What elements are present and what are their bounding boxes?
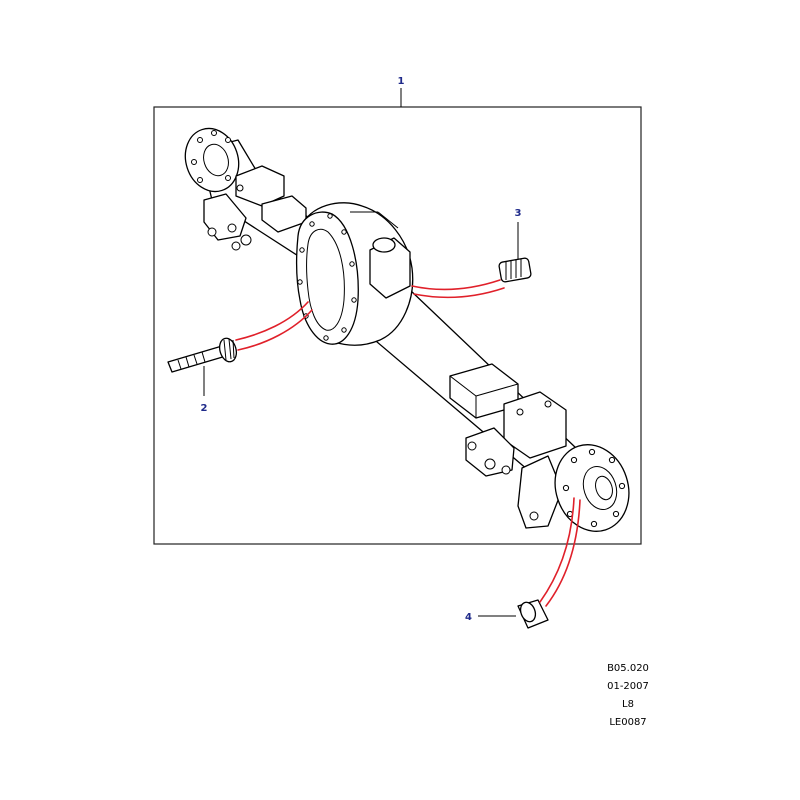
callout-4: 4 [465,612,472,623]
part-4-bush [478,599,549,629]
callout-3: 3 [515,208,522,219]
stud-knurl [218,337,238,363]
right-bracket-eye [501,465,511,475]
cover-bolt-hole [351,297,357,303]
right-seat-edge [475,383,519,397]
right-lower-bracket [465,427,515,477]
right-flange-bore-inner [595,475,613,501]
cover-bolt-hole [341,327,347,333]
cover-bolt-hole [309,221,315,227]
left-flange-hole [191,159,197,165]
stud-thread [201,351,206,363]
left-flange-hole [197,177,203,183]
left-bracket-eye [236,184,244,192]
right-flange-hole [608,456,616,464]
housing-edge [377,211,399,229]
breather-boss [372,237,396,253]
axle-housing [184,127,630,532]
ref-code: B05.020 [607,663,649,674]
ref-drawing: LE0087 [609,717,646,728]
left-bracket-eye [227,223,237,233]
right-flange-hole [588,448,596,456]
right-flange-hole [590,520,598,528]
right-rear-bracket [517,455,563,529]
right-bracket-eye [484,458,496,470]
stud-knurl-line [228,338,232,360]
part-3-plug [498,222,532,283]
cover-bolt-hole [349,261,355,267]
stud-shank [167,345,227,373]
left-flange-hole [225,137,231,143]
stud-knurl-line [223,339,227,361]
stud-thread [185,356,190,368]
bush-end [519,601,537,623]
cover-bolt-hole [299,247,305,253]
right-bracket-hole [516,408,524,416]
leader-4-b [545,499,581,607]
callout-1: 1 [398,76,405,87]
callout-2: 2 [201,403,208,414]
red-leaders [235,279,581,607]
right-flange-hole [562,484,570,492]
left-flange-hole [211,130,217,136]
left-bracket-eye [231,241,241,251]
right-seat-edge [449,375,477,397]
leader-2-b [237,309,313,351]
left-flange-hole [225,175,231,181]
left-bracket-eye [240,234,252,246]
right-rear-eye [529,511,539,521]
right-bracket-eye [467,441,477,451]
stud-thread [177,359,182,370]
leader-3-a [411,279,501,291]
right-flange-bore [582,466,618,510]
differential-cover-opening [306,228,345,331]
top-boss [369,237,411,299]
assembly-frame [153,106,642,545]
leader-3-b [413,287,505,299]
right-flange-hole [570,456,578,464]
plug-body [498,257,532,283]
ref-model: L8 [622,699,634,710]
right-bracket-hole [544,400,552,408]
left-flange-hole [197,137,203,143]
ref-date: 01-2007 [607,681,649,692]
left-spring-bracket [235,165,285,207]
left-flange [184,127,240,193]
part-2-stud [167,337,238,396]
cover-bolt-hole [297,279,303,285]
leader-4-a [539,497,575,603]
left-flange-inner [203,143,229,177]
cover-bolt-hole [341,229,347,235]
right-flange-hole [612,510,620,518]
left-bracket-eye [207,227,217,237]
cover-bolt-hole [327,213,333,219]
cover-bolt-hole [323,335,329,341]
right-flange-hole [618,482,626,490]
stud-thread [193,354,198,365]
leader-2-a [235,301,309,341]
stud-knurl-line [232,339,235,359]
